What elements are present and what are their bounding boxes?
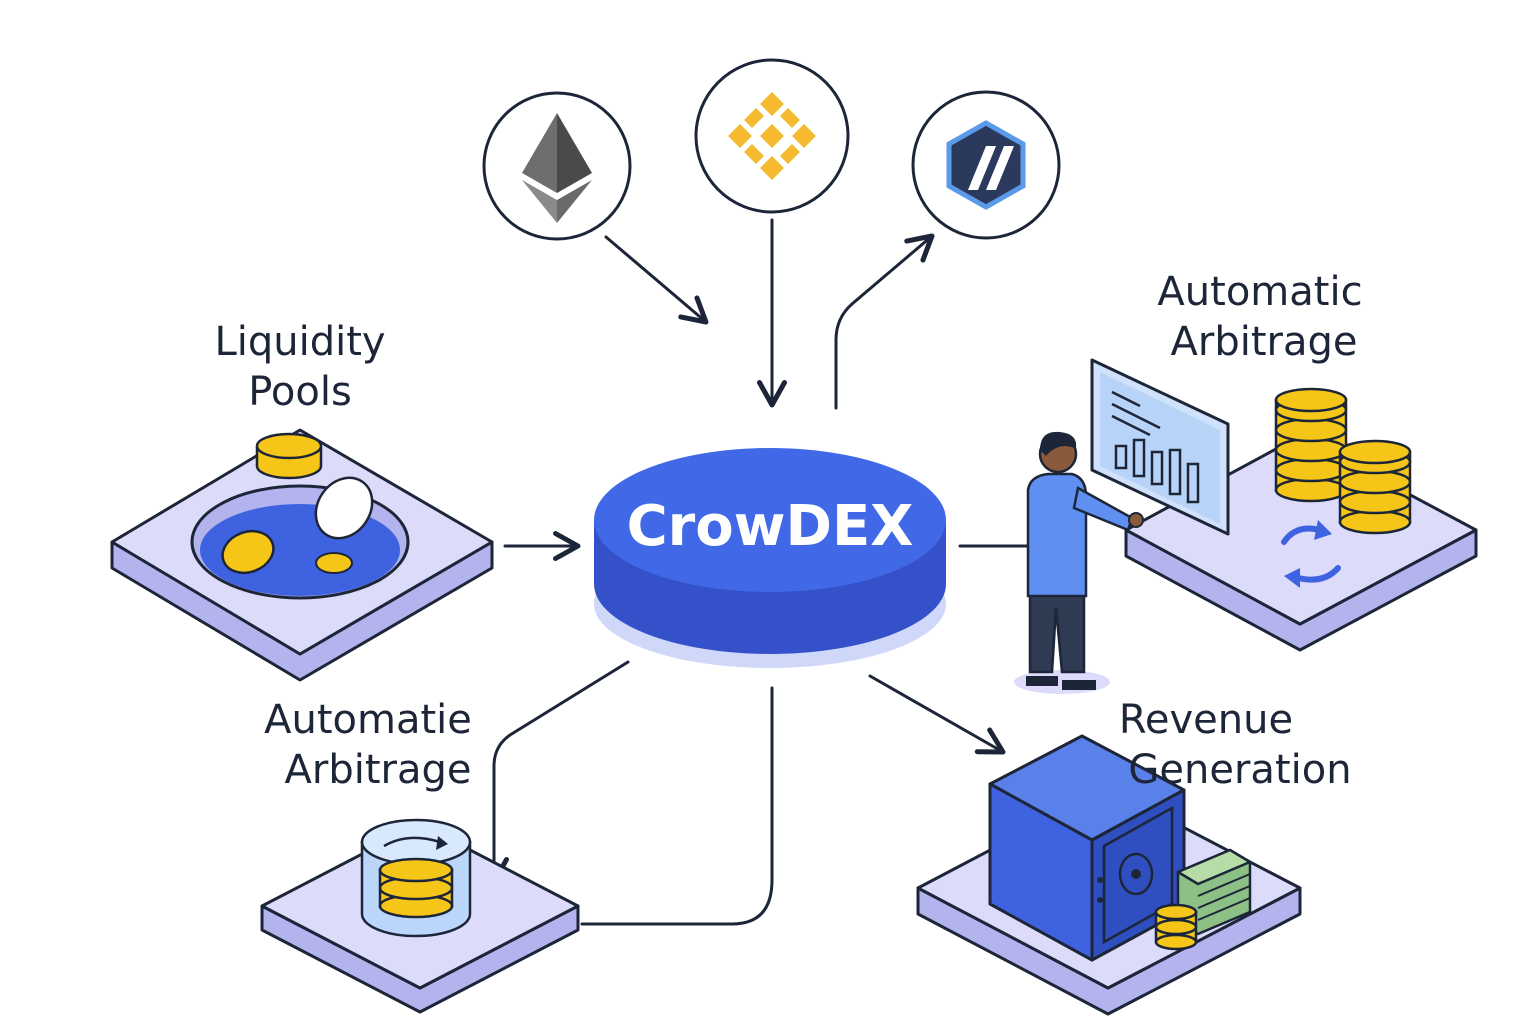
- arbitrage-right-title-line2: Arbitrage: [1171, 319, 1358, 365]
- hub-label: CrowDEX: [627, 494, 914, 559]
- arrow-hub-to-arbitrage-left: [479, 660, 630, 885]
- arrow-ethereum-to-hub: [604, 235, 709, 325]
- arbitrum-icon: [946, 120, 1026, 210]
- coin-vault-cylinder-icon: [360, 818, 472, 938]
- arbitrage-left-title-line1: Automatie: [264, 697, 472, 743]
- swap-arrows-icon: [1281, 520, 1341, 588]
- arrow-hub-to-revenue: [868, 674, 1006, 755]
- revenue-generation-module: Revenue Generation: [916, 697, 1352, 1016]
- arbitrage-right-title-line1: Automatic: [1157, 269, 1362, 315]
- connectors: [479, 218, 1032, 926]
- trader-figure-icon: [1014, 431, 1144, 694]
- automatic-arbitrage-left-module: Automatie Arbitrage: [260, 697, 580, 1014]
- trading-screen-icon: [1090, 358, 1230, 536]
- coin-stack-icon: [255, 432, 323, 480]
- automatic-arbitrage-right-module: Automatic Arbitrage: [1014, 269, 1478, 694]
- arbitrum-logo: [911, 90, 1061, 240]
- liquidity-pools-title-line2: Pools: [248, 369, 352, 415]
- arrow-hub-to-arbitrum: [834, 233, 935, 410]
- liquidity-pools-module: Liquidity Pools: [110, 319, 494, 682]
- binance-icon: [728, 92, 816, 180]
- crowdex-hub: CrowDEX: [594, 448, 946, 668]
- line-hub-to-arbitrage-box: [580, 686, 774, 926]
- small-coin-stack-icon: [1154, 903, 1198, 951]
- ethereum-logo: [482, 91, 632, 241]
- liquidity-pools-title-line1: Liquidity: [214, 319, 385, 365]
- binance-logo: [694, 58, 850, 214]
- ethereum-icon: [522, 113, 592, 223]
- arbitrage-left-title-line2: Arbitrage: [285, 747, 472, 793]
- revenue-title-line2: Generation: [1128, 747, 1351, 793]
- coin-stack-tall-icon: [1274, 387, 1348, 503]
- coin-stack-short-icon: [1338, 439, 1412, 535]
- gold-coin-icon: [221, 529, 353, 575]
- revenue-title-line1: Revenue: [1119, 697, 1293, 743]
- white-coin-icon: [314, 476, 374, 540]
